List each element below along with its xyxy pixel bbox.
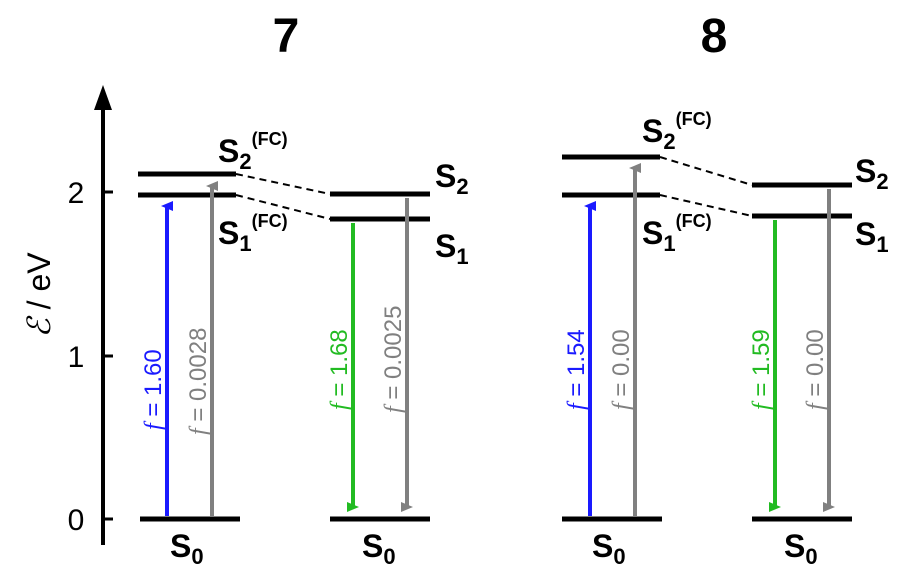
y-tick-label-1: 1: [68, 341, 85, 374]
state-label-s2-7: S2: [435, 158, 469, 199]
dashed-connector-s2-8: [659, 156, 753, 186]
y-axis-arrowhead: [94, 85, 112, 110]
oscillator-label-3-7: f = 1.68: [326, 329, 353, 410]
f-symbol: f: [327, 400, 353, 410]
oscillator-value: = 0.00: [802, 329, 829, 403]
dashed-connector-s1-8: [659, 194, 753, 217]
dashed-connector-s2-7: [235, 173, 331, 195]
f-symbol: f: [186, 425, 212, 435]
oscillator-value: = 0.0028: [185, 328, 212, 429]
y-tick-label-0: 0: [68, 504, 85, 537]
panel-7: 7 f = 1.60 f = 0.0028 f = 1.68 f = 0.002…: [138, 10, 469, 569]
state-label-s0-right-7: S0: [362, 528, 396, 569]
f-symbol: f: [564, 400, 590, 410]
oscillator-value: = 1.54: [563, 329, 590, 403]
state-label-s0-left-7: S0: [170, 528, 204, 569]
oscillator-value: = 1.60: [140, 349, 167, 423]
y-tick-label-2: 2: [68, 177, 85, 210]
f-symbol: f: [803, 400, 829, 410]
state-label-s1-fc-8: S1(FC): [642, 211, 712, 256]
y-axis-label: ℰ / eV: [21, 252, 57, 338]
oscillator-value: = 0.00: [608, 329, 635, 403]
oscillator-value: = 1.68: [326, 329, 353, 403]
state-label-s0-right-8: S0: [784, 528, 818, 569]
f-symbol: f: [749, 400, 775, 410]
state-label-s1-fc-7: S1(FC): [218, 211, 288, 256]
panel-title-8: 8: [701, 10, 728, 63]
panel-title-7: 7: [273, 10, 300, 63]
panel-8: 8 f = 1.54 f = 0.00 f = 1.59 f = 0.00 S2…: [562, 10, 889, 569]
oscillator-label-4-7: f = 0.0025: [380, 306, 407, 413]
dashed-connector-s1-7: [235, 194, 331, 220]
oscillator-label-3-8: f = 1.59: [748, 329, 775, 410]
y-axis-label-unit: / eV: [21, 252, 57, 318]
y-axis: 0 1 2 ℰ / eV: [21, 85, 113, 545]
state-label-s2-fc-7: S2(FC): [218, 129, 288, 174]
f-symbol: f: [381, 403, 407, 413]
oscillator-label-1-8: f = 1.54: [563, 329, 590, 410]
oscillator-label-4-8: f = 0.00: [802, 329, 829, 410]
f-symbol: f: [609, 400, 635, 410]
state-label-s2-fc-8: S2(FC): [642, 109, 712, 154]
y-axis-label-symbol: ℰ: [21, 315, 57, 338]
state-label-s1-8: S1: [855, 216, 889, 257]
oscillator-label-2-7: f = 0.0028: [185, 328, 212, 435]
oscillator-label-1-7: f = 1.60: [140, 349, 167, 430]
state-label-s2-8: S2: [855, 153, 889, 194]
state-label-s0-left-8: S0: [592, 528, 626, 569]
state-label-s1-7: S1: [435, 228, 469, 269]
f-symbol: f: [141, 420, 167, 430]
oscillator-value: = 0.0025: [380, 306, 407, 407]
oscillator-label-2-8: f = 0.00: [608, 329, 635, 410]
oscillator-value: = 1.59: [748, 329, 775, 403]
